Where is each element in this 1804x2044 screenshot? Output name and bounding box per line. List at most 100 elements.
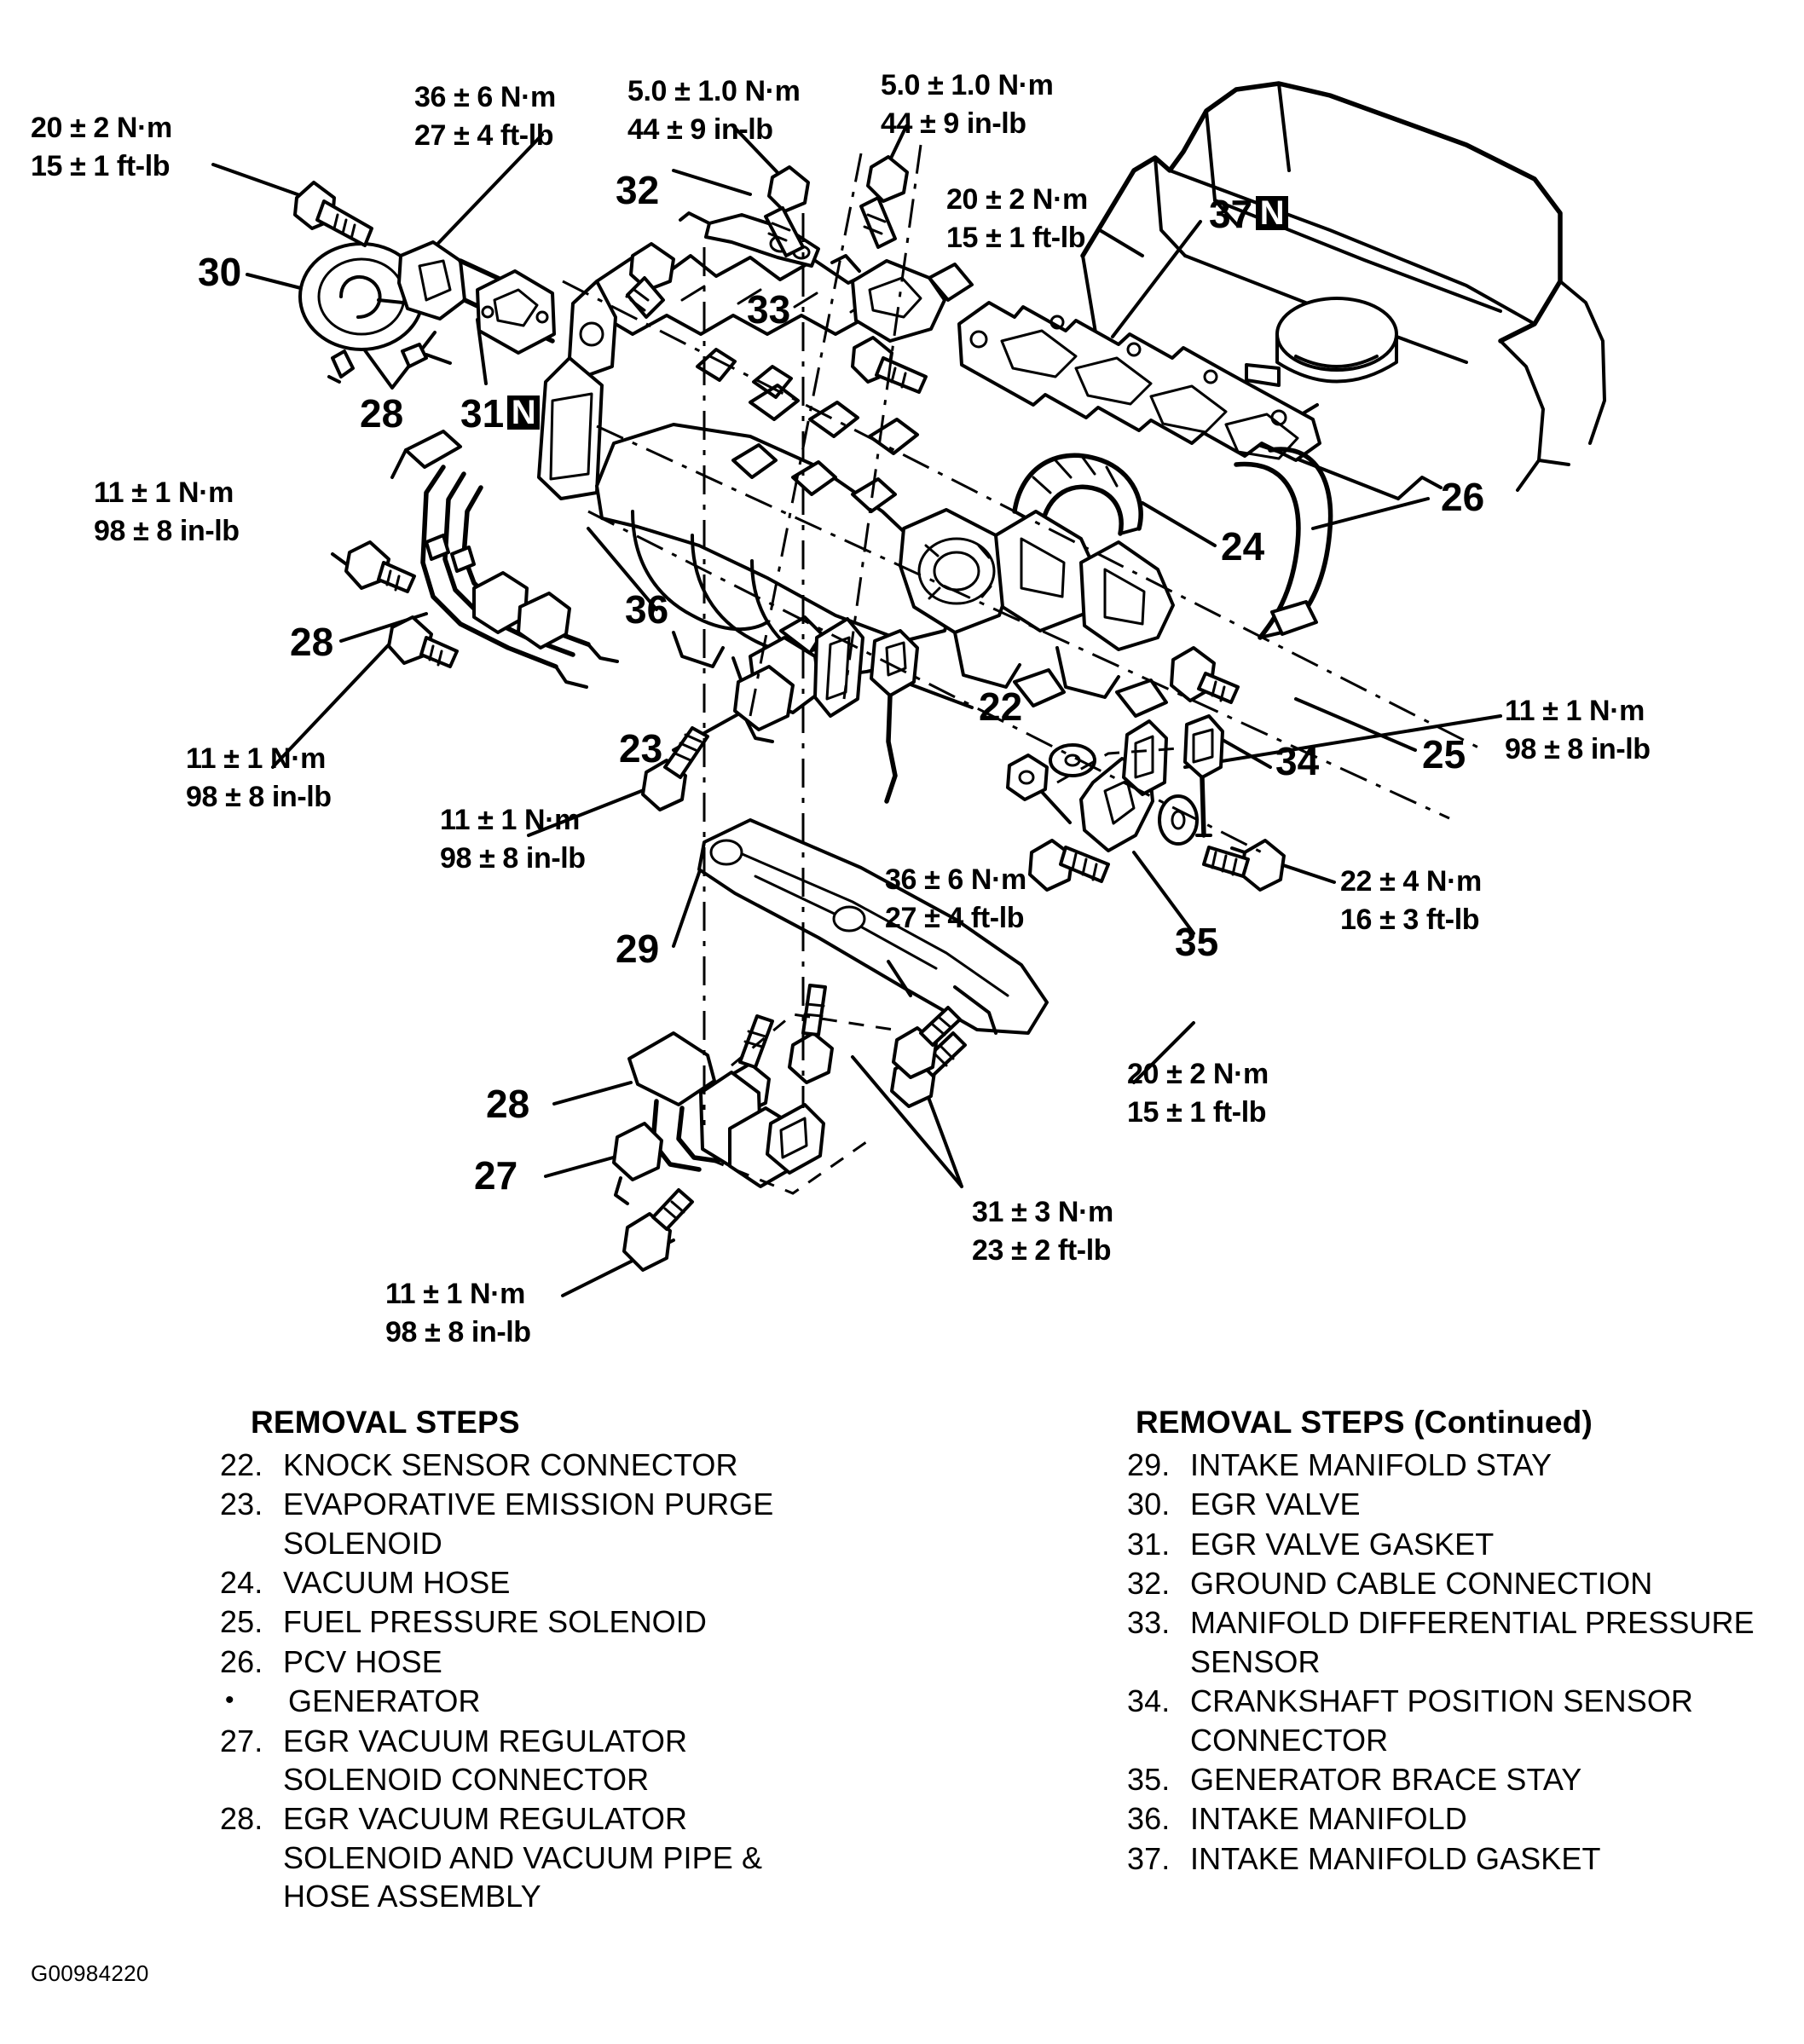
torque-nm: 36 ± 6 N·m (414, 81, 556, 113)
list-item: 34. CRANKSHAFT POSITION SENSOR CONNECTOR (1127, 1682, 1775, 1759)
torque-imperial: 98 ± 8 in-lb (94, 514, 240, 547)
step-number: 32. (1127, 1566, 1171, 1602)
torque-imperial: 15 ± 1 ft-lb (946, 221, 1086, 254)
step-text: EGR VALVE (1190, 1487, 1361, 1522)
torque-nm: 5.0 ± 1.0 N·m (881, 69, 1054, 101)
removal-steps-right: REMOVAL STEPS (Continued) 29.INTAKE MANI… (1127, 1405, 1775, 1879)
cylinder-head-cover (1080, 81, 1606, 500)
crank-position-sensor-connector (1183, 714, 1224, 838)
callout-number: 30 (198, 250, 242, 294)
egr-solenoid-bolt (622, 1188, 694, 1272)
callout-27-egr-solenoid-connector: 27 (474, 1156, 517, 1195)
callout-number: 32 (616, 168, 660, 212)
list-item: 31.EGR VALVE GASKET (1127, 1525, 1775, 1563)
list-item: 23. EVAPORATIVE EMISSION PURGE SOLENOID (220, 1485, 834, 1562)
manifold-bolt-b (859, 155, 909, 249)
torque-imperial: 44 ± 9 in-lb (881, 107, 1026, 140)
step-text: INTAKE MANIFOLD STAY (1190, 1447, 1552, 1482)
removal-steps-list: 22.KNOCK SENSOR CONNECTOR 23. EVAPORATIVE… (220, 1446, 834, 1915)
removal-steps-list: 29.INTAKE MANIFOLD STAY 30.EGR VALVE 31.… (1127, 1446, 1775, 1878)
torque-imperial: 98 ± 8 in-lb (186, 780, 332, 813)
torque-imperial: 15 ± 1 ft-lb (1127, 1095, 1267, 1129)
step-text: CRANKSHAFT POSITION SENSOR CONNECTOR (1190, 1683, 1694, 1758)
list-item: 32.GROUND CABLE CONNECTION (1127, 1564, 1775, 1602)
torque-imperial: 44 ± 9 in-lb (627, 113, 773, 146)
step-text: FUEL PRESSURE SOLENOID (283, 1604, 707, 1640)
torque-imperial: 27 ± 4 ft-lb (885, 901, 1025, 934)
torque-spec-stay-bolts: 31 ± 3 N·m 23 ± 2 ft-lb (972, 1193, 1113, 1270)
mdp-sensor (830, 254, 974, 343)
torque-spec-ground-cable: 36 ± 6 N·m 27 ± 4 ft-lb (414, 78, 556, 155)
step-text: GENERATOR (288, 1683, 481, 1719)
vacuum-hose (1012, 453, 1143, 536)
torque-spec-manifold-stay: 11 ± 1 N·m 98 ± 8 in-lb (440, 801, 586, 878)
step-text: INTAKE MANIFOLD GASKET (1190, 1840, 1601, 1876)
egr-valve (293, 181, 556, 384)
callout-26-pcv-hose: 26 (1441, 477, 1484, 517)
stay-bolt-lower-2 (890, 1031, 967, 1108)
bullet-icon: • (225, 1686, 234, 1715)
callout-30-egr-valve: 30 (198, 252, 241, 292)
torque-nm: 20 ± 2 N·m (946, 183, 1088, 216)
list-item: 37.INTAKE MANIFOLD GASKET (1127, 1839, 1775, 1878)
torque-imperial: 98 ± 8 in-lb (385, 1315, 531, 1348)
vacuum-pipe-hose-assembly (344, 430, 619, 689)
callout-25-fuel-pressure-solenoid: 25 (1422, 735, 1466, 774)
list-item: • GENERATOR (220, 1682, 834, 1720)
torque-nm: 22 ± 4 N·m (1340, 865, 1482, 898)
callout-number: 28 (290, 620, 334, 664)
callout-28-vacuum-assembly-mid: 28 (290, 622, 333, 661)
brace-bolt-left (1028, 839, 1110, 892)
torque-nm: 5.0 ± 1.0 N·m (627, 75, 801, 107)
torque-spec-brace-bolt: 22 ± 4 N·m 16 ± 3 ft-lb (1340, 863, 1482, 939)
list-item: 24.VACUUM HOSE (220, 1563, 834, 1602)
callout-number: 36 (625, 587, 669, 632)
leader-lines (211, 124, 1502, 1297)
callout-number: 33 (747, 287, 791, 332)
step-number: 30. (1127, 1487, 1171, 1522)
torque-spec-mdp-sensor-b: 5.0 ± 1.0 N·m 44 ± 9 in-lb (881, 66, 1054, 143)
callout-number: 23 (619, 726, 663, 771)
lower-bolt-b (892, 1006, 962, 1079)
torque-spec-brace-lower: 20 ± 2 N·m 15 ± 1 ft-lb (1127, 1055, 1269, 1132)
step-number: 22. (220, 1447, 263, 1482)
callout-32-ground-cable: 32 (616, 170, 659, 210)
callout-leaders (246, 169, 1430, 1178)
step-number: 31. (1127, 1526, 1171, 1562)
list-item: 28.EGR VACUUM REGULATOR SOLENOID AND VAC… (220, 1799, 834, 1915)
callout-24-vacuum-hose: 24 (1221, 527, 1264, 566)
assembly-centerlines (562, 144, 1484, 1125)
callout-36-intake-manifold: 36 (625, 590, 668, 629)
ground-cable-bolt (626, 242, 675, 319)
step-number: 23. (220, 1487, 263, 1522)
list-item: 22.KNOCK SENSOR CONNECTOR (220, 1446, 834, 1484)
step-text: EVAPORATIVE EMISSION PURGE SOLENOID (283, 1487, 774, 1561)
vacuum-pipe-bolt-lower (387, 615, 459, 668)
torque-nm: 11 ± 1 N·m (385, 1278, 525, 1310)
intake-manifold-gasket (957, 301, 1321, 462)
torque-nm: 11 ± 1 N·m (440, 804, 580, 836)
callout-number: 26 (1441, 475, 1485, 519)
callout-number: 24 (1221, 524, 1265, 569)
torque-spec-brace-stay: 36 ± 6 N·m 27 ± 4 ft-lb (885, 861, 1026, 938)
callout-35-generator-brace-stay: 35 (1175, 922, 1218, 961)
torque-imperial: 98 ± 8 in-lb (440, 841, 586, 875)
callout-number: 27 (474, 1153, 518, 1198)
callout-number: 37 (1209, 192, 1253, 236)
torque-spec-egr-solenoid-bolt: 11 ± 1 N·m 98 ± 8 in-lb (385, 1275, 531, 1352)
list-item: 26.PCV HOSE (220, 1643, 834, 1681)
figure-id: G00984220 (31, 1960, 149, 1986)
callout-29-manifold-stay: 29 (616, 929, 659, 968)
removal-steps-left: REMOVAL STEPS 22.KNOCK SENSOR CONNECTOR … (220, 1405, 834, 1916)
step-number: 35. (1127, 1761, 1171, 1797)
fuel-pressure-solenoid (1170, 646, 1240, 704)
torque-imperial: 27 ± 4 ft-lb (414, 118, 554, 152)
step-text: EGR VACUUM REGULATOR SOLENOID AND VACUUM… (283, 1801, 763, 1914)
torque-nm: 36 ± 6 N·m (885, 863, 1026, 896)
callout-33-mdp-sensor: 33 (747, 290, 790, 329)
step-number: 26. (220, 1643, 263, 1679)
step-number: 34. (1127, 1683, 1171, 1719)
ground-cable (626, 155, 928, 394)
torque-spec-egr-valve-bolt: 20 ± 2 N·m 15 ± 1 ft-lb (31, 109, 172, 186)
